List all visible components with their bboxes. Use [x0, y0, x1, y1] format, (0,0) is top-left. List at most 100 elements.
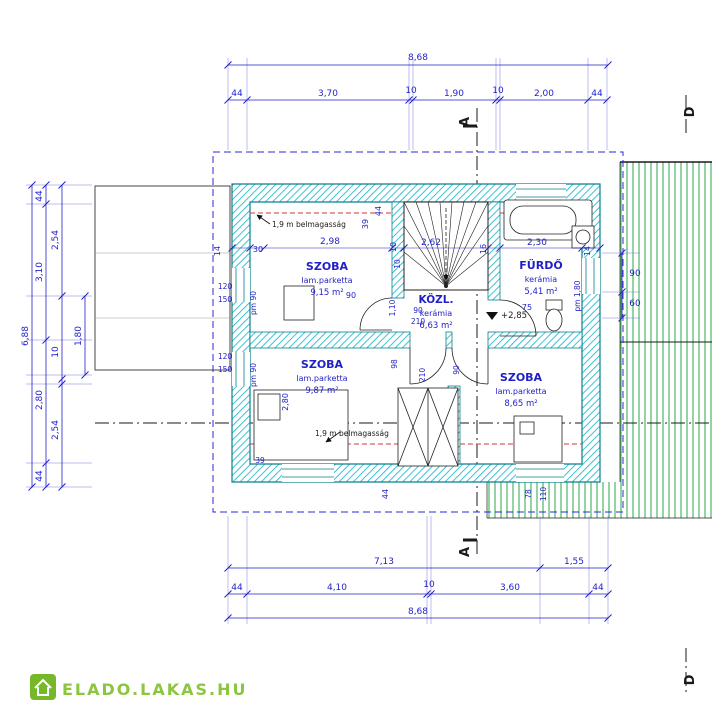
section-a-bottom: A [458, 547, 473, 557]
terrace-left [94, 185, 231, 371]
door-size: 210 [418, 368, 427, 383]
toilet [545, 299, 563, 332]
headroom-note: 1,9 m belmagasság [315, 429, 389, 438]
door-size: 210 [411, 317, 426, 326]
dim-label: 2,00 [534, 89, 554, 99]
dim-label: 10 [423, 580, 435, 590]
dim-label: 10 [492, 86, 504, 96]
window-size: 150 [218, 365, 233, 374]
room-floor: lam.parketta [301, 276, 352, 285]
annotation-labels: 1,9 m belmagasság 1,9 m belmagasság +2,8… [218, 220, 582, 501]
room-area: 6,63 m² [419, 321, 452, 331]
dim-label: 90 [629, 269, 641, 279]
dim-label: 14 [583, 246, 592, 256]
room-area: 9,87 m² [305, 386, 338, 396]
dim-label: 3,60 [500, 583, 520, 593]
dim-label: 1,80 [74, 326, 84, 346]
dim-label: 39 [255, 456, 265, 465]
dim-label: 2,80 [281, 393, 290, 411]
room-floor: lam.parketta [296, 374, 347, 383]
sill-height: pm 1,80 [573, 280, 582, 311]
dim-label: 10 [389, 242, 398, 252]
dim-label: 44 [35, 470, 45, 482]
dim-label: 2,54 [51, 230, 61, 250]
dim-label: 10 [405, 86, 417, 96]
dim-label: 110 [539, 487, 548, 502]
eaves-outline [212, 151, 624, 513]
dim-label: 44 [35, 190, 45, 202]
dim-label: 44 [231, 583, 243, 593]
room-labels: SZOBA lam.parketta 9,15 m² FÜRDŐ kerámia… [296, 258, 562, 409]
sill-height: pm 90 [249, 363, 258, 387]
dim-label: 14 [213, 246, 222, 256]
windows [232, 184, 600, 482]
section-d-top: D [683, 106, 698, 117]
dim-label: 10 [51, 346, 61, 358]
dim-label: 44 [592, 583, 604, 593]
dim-label: 98 [390, 359, 399, 369]
window-size: 120 [218, 282, 233, 291]
room-area: 8,65 m² [504, 399, 537, 409]
room-area: 5,41 m² [524, 287, 557, 297]
dim-label: 1,10 [388, 299, 397, 316]
bathtub [503, 199, 593, 241]
watermark: ELADO.LAKAS.HU [30, 674, 247, 700]
dim-label: 16 [479, 244, 488, 254]
dimension-labels: 8,68 44 3,70 10 1,90 10 2,00 44 7,13 1,5… [21, 53, 641, 617]
dim-label: 3,10 [35, 262, 45, 282]
wardrobe [397, 387, 459, 467]
doors [359, 297, 537, 385]
dim-left-total: 6,88 [21, 326, 31, 346]
level-label: +2,85 [501, 311, 527, 321]
dim-label: 3,70 [318, 89, 338, 99]
dim-label: 60 [629, 299, 641, 309]
dim-label: 4,10 [327, 583, 347, 593]
stair [403, 201, 489, 291]
dim-label: 2,80 [35, 390, 45, 410]
dim-label: 2,98 [320, 237, 340, 247]
room-name: FÜRDŐ [519, 258, 562, 272]
door-size: 90 [413, 306, 423, 315]
dim-label: 2,54 [51, 420, 61, 440]
section-a-top: A [458, 117, 473, 127]
window-size: 120 [218, 352, 233, 361]
dim-label: 2,62 [421, 238, 441, 248]
window-size: 150 [218, 295, 233, 304]
room-floor: kerámia [420, 309, 452, 318]
sill-height: pm 90 [249, 291, 258, 315]
dim-top-total: 8,68 [408, 53, 428, 63]
note-arrows [256, 214, 341, 443]
room-floor: kerámia [525, 275, 557, 284]
dim-label: 10 [393, 259, 402, 269]
room-name: KÖZL. [419, 292, 454, 306]
dim-label: 44 [591, 89, 603, 99]
dim-label: 78 [524, 489, 533, 499]
dim-label: 39 [361, 219, 370, 229]
dim-label: 1,55 [564, 557, 584, 567]
section-d-bottom: D [683, 674, 698, 685]
furniture [253, 199, 595, 467]
door-size: 90 [346, 291, 356, 300]
extension-lines [26, 58, 640, 624]
dim-label: 44 [231, 89, 243, 99]
dimension-lines [31, 64, 623, 619]
room-name: SZOBA [306, 260, 349, 273]
washbasin [571, 225, 595, 249]
room-floor: lam.parketta [495, 387, 546, 396]
room-name: SZOBA [500, 371, 543, 384]
dim-label: 44 [374, 206, 383, 216]
watermark-text: ELADO.LAKAS.HU [62, 680, 247, 699]
dim-label: 7,13 [374, 557, 394, 567]
roof-hatch-right [486, 161, 712, 519]
house-icon [34, 678, 52, 696]
walls [231, 183, 601, 483]
dim-label: 30 [253, 245, 263, 254]
room-area: 9,15 m² [310, 288, 343, 298]
dim-bottom-total: 8,68 [408, 607, 428, 617]
room-name: SZOBA [301, 358, 344, 371]
headroom-note: 1,9 m belmagasság [272, 220, 346, 229]
watermark-logo [30, 674, 56, 700]
level-marker [486, 312, 498, 320]
